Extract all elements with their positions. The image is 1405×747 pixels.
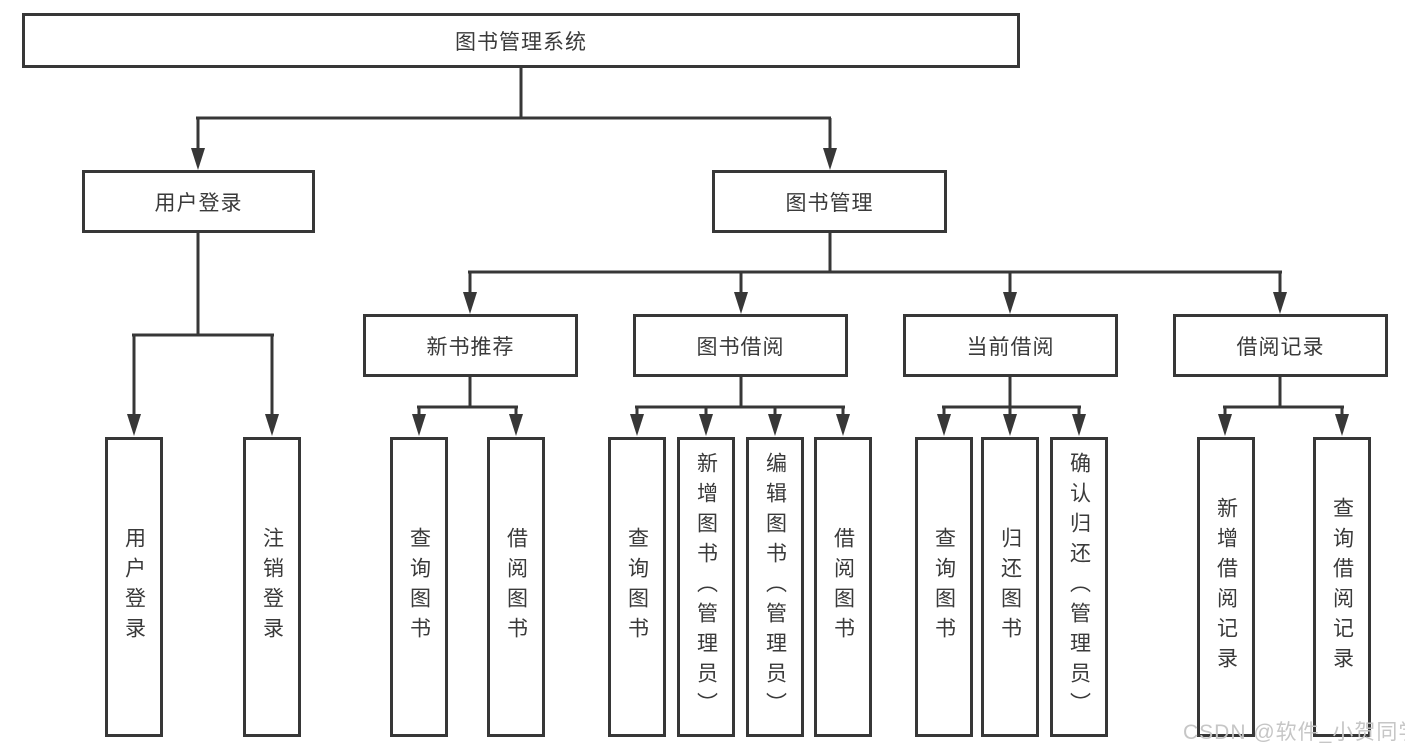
leaf-confirm-return-admin: 确认归还（管理员） xyxy=(1050,437,1108,737)
connector-book-borrow-to-leaves xyxy=(630,377,850,436)
leaf-user-login: 用户登录 xyxy=(105,437,163,737)
connector-book-management-to-level3 xyxy=(463,233,1287,314)
connector-borrow-records-to-leaves xyxy=(1218,377,1349,436)
leaf-query-books-current: 查询图书 xyxy=(915,437,973,737)
leaf-add-borrow-record: 新增借阅记录 xyxy=(1197,437,1255,737)
node-new-book-recommend: 新书推荐 xyxy=(363,314,578,377)
node-borrow-records: 借阅记录 xyxy=(1173,314,1388,377)
connector-user-login-to-leaves xyxy=(127,233,279,436)
leaf-logout: 注销登录 xyxy=(243,437,301,737)
leaf-add-book-admin: 新增图书（管理员） xyxy=(677,437,735,737)
leaf-query-books-borrow: 查询图书 xyxy=(608,437,666,737)
leaf-borrow-books-recommend: 借阅图书 xyxy=(487,437,545,737)
leaf-borrow-books: 借阅图书 xyxy=(814,437,872,737)
watermark: CSDN @软件_小贺同学 xyxy=(1183,721,1405,744)
connector-root-to-level2 xyxy=(191,68,837,170)
leaf-query-books-recommend: 查询图书 xyxy=(390,437,448,737)
connector-current-borrow-to-leaves xyxy=(937,377,1086,436)
leaf-query-borrow-record: 查询借阅记录 xyxy=(1313,437,1371,737)
node-current-borrow: 当前借阅 xyxy=(903,314,1118,377)
leaf-return-book: 归还图书 xyxy=(981,437,1039,737)
node-book-borrow: 图书借阅 xyxy=(633,314,848,377)
connector-new-book-recommend-to-leaves xyxy=(412,377,523,436)
node-library-management-system: 图书管理系统 xyxy=(22,13,1020,68)
node-book-management: 图书管理 xyxy=(712,170,947,233)
node-user-login: 用户登录 xyxy=(82,170,315,233)
leaf-edit-book-admin: 编辑图书（管理员） xyxy=(746,437,804,737)
